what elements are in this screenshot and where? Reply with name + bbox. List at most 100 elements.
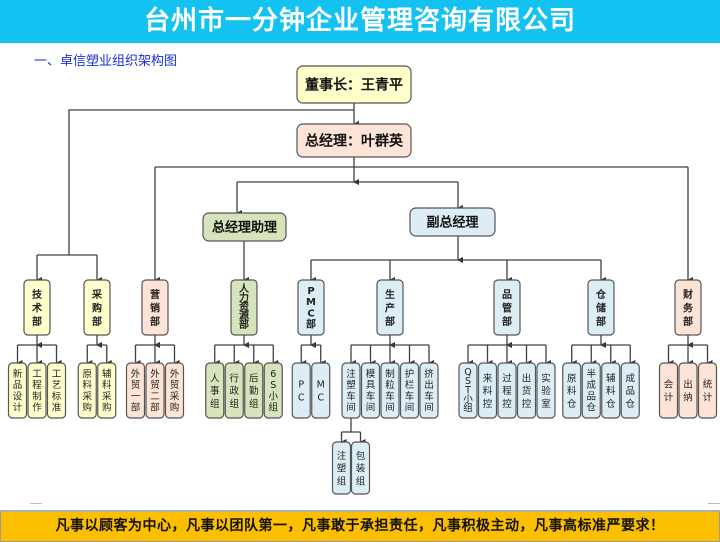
team-hr-0-label: 人事组 (210, 373, 220, 410)
team-production-4[interactable]: 挤出车间 (419, 362, 439, 419)
team-tech-1-box (27, 362, 47, 419)
team-finance-2-box (697, 362, 718, 419)
team-production-1[interactable]: 模具车间 (360, 362, 381, 419)
team-quality-1-label: 来料控 (483, 373, 493, 410)
team-finance-1[interactable]: 出纳 (678, 362, 698, 419)
decorative-corner-left (30, 503, 42, 507)
team-warehouse-3-box (620, 362, 640, 419)
gm-assistant-node-label: 总经理助理 (212, 220, 277, 236)
team-tech-2[interactable]: 工艺标准 (46, 362, 67, 419)
injection-subgroup-1[interactable]: 包装组 (350, 441, 371, 495)
deputy-gm-node[interactable]: 副总经理 (409, 207, 496, 237)
team-quality-2[interactable]: 过程控 (497, 362, 517, 419)
team-production-0[interactable]: 注塑车间 (341, 362, 361, 419)
team-sales-1-label: 外贸二部 (150, 368, 160, 414)
dept-hr[interactable]: 人力资源部 (230, 279, 258, 336)
team-quality-4[interactable]: 实验室 (536, 362, 556, 419)
dept-warehouse-label: 仓储部 (595, 288, 607, 328)
team-production-3[interactable]: 护栏车间 (399, 362, 420, 419)
team-tech-2-box (46, 362, 67, 419)
dept-finance-box (674, 279, 702, 336)
team-sales-2[interactable]: 外贸采购 (164, 362, 185, 419)
team-quality-0-box (458, 362, 478, 419)
team-finance-1-label: 出纳 (683, 379, 693, 404)
team-warehouse-3-label: 成品仓 (625, 372, 635, 410)
team-pmc-0-box (291, 362, 311, 419)
team-production-0-label: 注塑车间 (346, 368, 356, 414)
team-sales-1[interactable]: 外贸二部 (145, 362, 165, 419)
team-sales-2-box (164, 362, 185, 419)
dept-sales-label: 营销部 (150, 288, 160, 328)
connector-lines (16, 103, 713, 445)
team-production-3-box (399, 362, 420, 419)
team-purchase-1[interactable]: 辅料采购 (97, 362, 117, 419)
chairman-node-box (296, 65, 412, 104)
deputy-gm-node-label: 副总经理 (426, 215, 478, 231)
team-production-4-label: 挤出车间 (424, 368, 434, 414)
team-quality-3-box (516, 362, 537, 419)
team-production-1-box (360, 362, 381, 419)
dept-production[interactable]: 生产部 (376, 279, 404, 336)
team-warehouse-0-box (562, 362, 582, 419)
team-finance-2[interactable]: 统计 (697, 362, 718, 419)
injection-subgroup-0[interactable]: 注塑组 (331, 441, 352, 495)
team-hr-0-box (205, 362, 225, 419)
team-tech-0[interactable]: 新品设计 (7, 362, 28, 419)
chairman-node-label: 董事长：王青平 (305, 77, 403, 94)
gm-assistant-node[interactable]: 总经理助理 (202, 212, 287, 242)
chairman-node[interactable]: 董事长：王青平 (296, 65, 412, 104)
team-tech-1[interactable]: 工程制作 (27, 362, 47, 419)
team-hr-1[interactable]: 行政组 (224, 362, 244, 419)
dept-tech-box (23, 279, 51, 336)
dept-finance-label: 财务部 (682, 288, 694, 328)
team-sales-0-label: 外贸一部 (131, 368, 141, 414)
team-hr-2[interactable]: 后勤组 (244, 362, 264, 419)
team-quality-1[interactable]: 来料控 (477, 362, 498, 419)
general-manager-node[interactable]: 总经理：叶群英 (296, 123, 412, 158)
team-warehouse-1[interactable]: 半成品仓 (581, 362, 601, 419)
team-production-3-label: 护栏车间 (405, 368, 415, 414)
team-hr-3-box (263, 362, 283, 419)
team-warehouse-1-box (581, 362, 601, 419)
dept-sales[interactable]: 营销部 (141, 279, 169, 336)
team-warehouse-1-label: 半成品仓 (586, 368, 596, 414)
team-purchase-0[interactable]: 原料采购 (77, 362, 97, 419)
team-finance-0-box (658, 362, 679, 419)
team-production-2[interactable]: 制粒车间 (380, 362, 400, 419)
team-sales-1-box (145, 362, 165, 419)
team-purchase-1-box (97, 362, 117, 419)
team-pmc-1-box (311, 362, 331, 419)
team-tech-0-label: 新品设计 (13, 368, 23, 414)
dept-tech[interactable]: 技术部 (23, 279, 51, 336)
team-warehouse-2[interactable]: 辅料仓 (601, 362, 621, 419)
team-warehouse-3[interactable]: 成品仓 (620, 362, 640, 419)
team-hr-2-box (244, 362, 264, 419)
team-purchase-0-label: 原料采购 (82, 369, 92, 414)
dept-purchase[interactable]: 采购部 (83, 279, 111, 336)
team-finance-2-label: 统计 (703, 379, 713, 404)
team-production-2-box (380, 362, 400, 419)
injection-subgroup-1-label: 包装组 (356, 450, 366, 488)
team-tech-2-label: 工艺标准 (52, 369, 62, 414)
dept-hr-box (230, 279, 258, 336)
team-hr-0[interactable]: 人事组 (205, 362, 225, 419)
team-quality-3[interactable]: 出货控 (516, 362, 537, 419)
general-manager-node-label: 总经理：叶群英 (305, 133, 404, 150)
dept-finance[interactable]: 财务部 (674, 279, 702, 336)
dept-warehouse[interactable]: 仓储部 (587, 279, 615, 336)
team-warehouse-0[interactable]: 原料仓 (562, 362, 582, 419)
deputy-gm-node-box (409, 207, 496, 237)
team-finance-0[interactable]: 会计 (658, 362, 679, 419)
dept-quality[interactable]: 品管部 (493, 279, 521, 336)
team-sales-0[interactable]: 外贸一部 (125, 362, 146, 419)
team-hr-1-box (224, 362, 244, 419)
